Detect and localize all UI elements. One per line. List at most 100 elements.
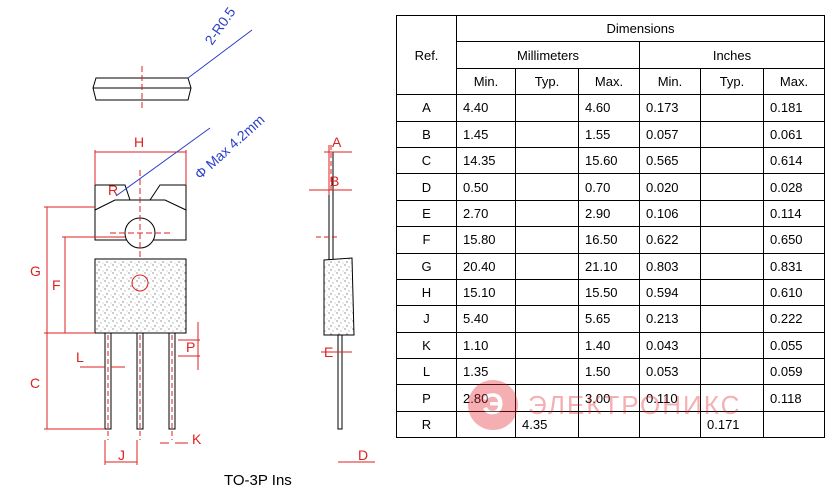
value-cell (515, 173, 579, 201)
value-cell: 0.118 (763, 384, 825, 412)
ref-header: Ref. (396, 14, 457, 96)
value-cell: 0.565 (639, 146, 701, 175)
value-cell: 2.70 (456, 199, 516, 228)
dim-label-f: F (52, 277, 61, 293)
value-cell (456, 410, 516, 439)
value-cell: 0.020 (639, 173, 701, 201)
value-cell: 16.50 (578, 226, 640, 254)
col-mm-min: Min. (456, 67, 516, 96)
package-drawing: 2-R0.5 Φ Max 4 (30, 4, 375, 465)
value-cell (700, 252, 764, 280)
value-cell (700, 146, 764, 175)
value-cell (515, 252, 579, 280)
col-in-min: Min. (639, 67, 701, 96)
value-cell (700, 331, 764, 360)
value-cell: 0.610 (763, 278, 825, 307)
value-cell: 0.173 (639, 94, 701, 122)
value-cell (515, 146, 579, 175)
front-dimensions (44, 150, 200, 465)
value-cell (515, 384, 579, 412)
value-cell: 15.60 (578, 146, 640, 175)
row-ref-cell: L (396, 358, 457, 386)
value-cell: 0.222 (763, 305, 825, 333)
value-cell (515, 305, 579, 333)
value-cell (763, 410, 825, 439)
dimensions-table: Ref. Dimensions Millimeters Inches Min. … (396, 14, 825, 439)
value-cell: 0.057 (639, 120, 701, 148)
row-ref-cell: D (396, 173, 457, 201)
value-cell: 15.10 (456, 278, 516, 307)
radius-note: 2-R0.5 (201, 4, 238, 48)
dim-label-g: G (30, 263, 41, 279)
value-cell (578, 410, 640, 439)
value-cell (515, 226, 579, 254)
value-cell: 15.50 (578, 278, 640, 307)
row-ref-cell: H (396, 278, 457, 307)
value-cell: 0.213 (639, 305, 701, 333)
value-cell (700, 199, 764, 228)
value-cell: 5.40 (456, 305, 516, 333)
row-ref-cell: F (396, 226, 457, 254)
table-row: R 4.35 0.171 (396, 410, 825, 439)
value-cell: 5.65 (578, 305, 640, 333)
value-cell: 0.50 (456, 173, 516, 201)
dim-label-p: P (186, 339, 195, 355)
inches-header: Inches (639, 41, 825, 69)
value-cell: 21.10 (578, 252, 640, 280)
value-cell (700, 120, 764, 148)
value-cell: 0.106 (639, 199, 701, 228)
value-cell (515, 120, 579, 148)
value-cell: 2.90 (578, 199, 640, 228)
value-cell: 14.35 (456, 146, 516, 175)
col-mm-max: Max. (578, 67, 640, 96)
row-ref-cell: A (396, 94, 457, 122)
value-cell (700, 173, 764, 201)
col-in-max: Max. (763, 67, 825, 96)
value-cell: 0.110 (639, 384, 701, 412)
value-cell (700, 384, 764, 412)
side-view (316, 145, 355, 430)
value-cell: 0.831 (763, 252, 825, 280)
value-cell (515, 358, 579, 386)
value-cell (700, 358, 764, 386)
value-cell: 0.059 (763, 358, 825, 386)
value-cell: 4.35 (515, 410, 579, 439)
row-ref-cell: J (396, 305, 457, 333)
col-mm-typ: Typ. (515, 67, 579, 96)
row-ref-cell: E (396, 199, 457, 228)
value-cell: 0.622 (639, 226, 701, 254)
value-cell: 2.80 (456, 384, 516, 412)
row-ref-cell: G (396, 252, 457, 280)
dim-label-c: C (30, 375, 40, 391)
dim-label-k: K (192, 431, 202, 447)
value-cell: 3.00 (578, 384, 640, 412)
package-caption: TO-3P Ins (224, 472, 292, 489)
col-in-typ: Typ. (700, 67, 764, 96)
value-cell (700, 226, 764, 254)
value-cell (515, 94, 579, 122)
dim-label-j: J (118, 447, 125, 463)
table-header-row-2: Millimeters Inches (397, 41, 825, 69)
table-header-row-3: Min. Typ. Max. Min. Typ. Max. (397, 67, 825, 96)
value-cell (515, 199, 579, 228)
dimensions-header: Dimensions (456, 14, 825, 43)
value-cell: 1.45 (456, 120, 516, 148)
value-cell: 0.171 (700, 410, 764, 439)
value-cell (700, 94, 764, 122)
row-ref-cell: R (396, 410, 457, 439)
value-cell: 1.40 (578, 331, 640, 360)
dim-label-b: B (330, 173, 339, 189)
value-cell (639, 410, 701, 439)
value-cell: 1.10 (456, 331, 516, 360)
